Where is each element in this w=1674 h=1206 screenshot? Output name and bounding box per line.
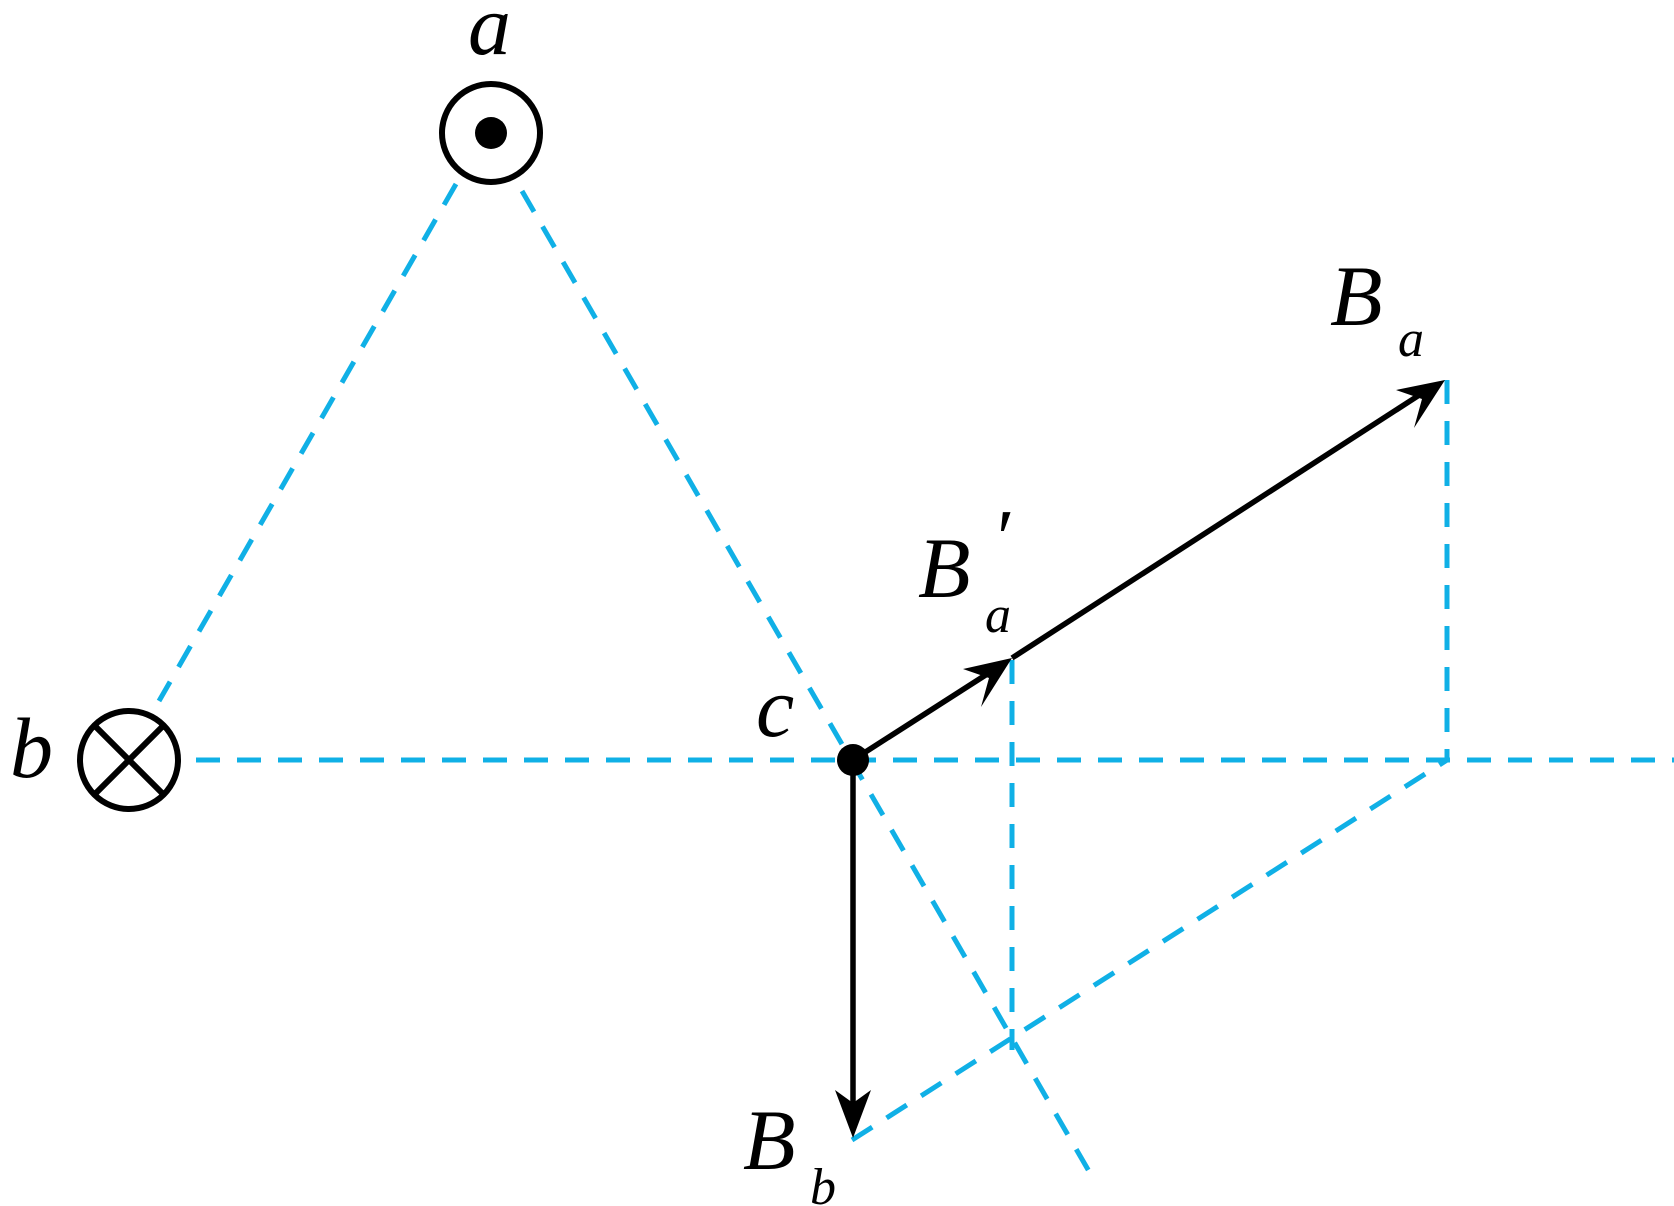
point-c-dot — [837, 744, 869, 776]
label-field-bb-subscript: b — [810, 1159, 836, 1206]
label-field-ba-prime-mark: ′ — [997, 495, 1015, 583]
dashed-line-a-to-b — [156, 182, 459, 703]
arrowhead-bb — [835, 1090, 871, 1138]
vector-ba — [1010, 389, 1426, 661]
label-field-ba-prime-subscript: a — [985, 587, 1011, 644]
label-wire-a: a — [468, 0, 511, 73]
construction-lines — [156, 182, 1674, 1182]
wire-a-dot — [475, 117, 507, 149]
arrowhead-ba-prime — [963, 658, 1012, 707]
arrowhead-ba — [1396, 380, 1445, 428]
current-into-page-icon — [77, 708, 181, 812]
label-field-bb: B — [743, 1092, 796, 1188]
current-out-of-page-icon — [439, 81, 543, 185]
wire-b-cross-2 — [92, 723, 166, 797]
label-field-ba: B — [1330, 248, 1383, 344]
label-field-ba-subscript: a — [1398, 311, 1424, 368]
label-wire-b: b — [10, 700, 53, 796]
label-field-ba-prime: B — [918, 520, 971, 616]
label-point-c: c — [756, 659, 794, 755]
field-vectors — [835, 380, 1445, 1138]
dashed-line-a-to-c-extended — [519, 189, 1097, 1182]
dashed-line-bb-tip-to-ba-foot — [850, 757, 1449, 1143]
vector-ba-prime — [851, 666, 997, 763]
